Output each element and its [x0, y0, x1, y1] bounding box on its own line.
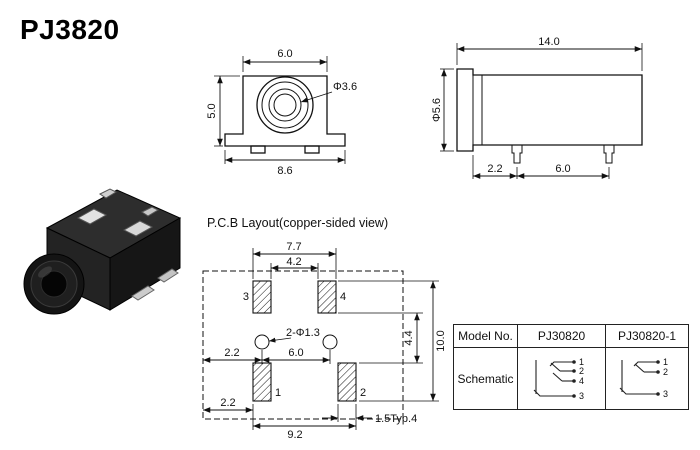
- pad-label-2: 2: [360, 387, 366, 399]
- pcb-layout-drawing: 3 4 1 2 7.7 4.2 4.4 10.0: [202, 241, 447, 441]
- side-view-body: [456, 68, 643, 164]
- side-view-dimensions: 14.0 Φ5.6 2.2 6.0: [431, 36, 643, 179]
- pcb-pads: 3 4 1 2: [243, 280, 366, 402]
- header-model-2: PJ30820-1: [606, 325, 688, 348]
- dim-side-dia: Φ5.6: [431, 98, 443, 122]
- dim-side-length: 14.0: [538, 36, 559, 48]
- row-label-schematic: Schematic: [454, 348, 518, 409]
- dim-front-height: 5.0: [206, 103, 218, 118]
- dim-front-top-width: 6.0: [277, 48, 292, 60]
- header-model-1: PJ30820: [518, 325, 606, 348]
- dim-pcb-rows-inner-y: 4.4: [403, 330, 415, 345]
- sch1-pin-2: 2: [579, 366, 584, 376]
- component-barrel: [23, 253, 85, 315]
- dim-pcb-holes-note: 2-Φ1.3: [286, 327, 320, 339]
- sch2-pin-1: 1: [663, 357, 668, 367]
- dim-pcb-hole-offset-x: 2.2: [224, 347, 239, 359]
- page-title: PJ3820: [20, 14, 120, 45]
- component-3d-image: [23, 188, 182, 315]
- dim-front-hole-dia: Φ3.6: [333, 81, 357, 93]
- side-view-drawing: 14.0 Φ5.6 2.2 6.0: [431, 36, 643, 179]
- model-table-header: Model No. PJ30820 PJ30820-1: [454, 325, 688, 348]
- sch2-pin-3: 3: [663, 389, 668, 399]
- dim-pcb-pad-width-note: 1.5Typ.4: [375, 413, 417, 425]
- front-view-body: [224, 75, 346, 154]
- pad-label-1: 1: [275, 387, 281, 399]
- schematic-1-drawing: 1 2 4 3: [533, 357, 584, 401]
- dim-pcb-pads-span-x: 9.2: [287, 429, 302, 441]
- schematic-2-drawing: 1 2 3: [619, 357, 668, 399]
- model-table: Model No. PJ30820 PJ30820-1 Schematic: [453, 324, 689, 410]
- sch2-pin-2: 2: [663, 367, 668, 377]
- pcb-layout-caption: P.C.B Layout(copper-sided view): [207, 216, 389, 230]
- sch1-pin-1: 1: [579, 357, 584, 367]
- front-view-dimensions: 6.0 5.0 8.6 Φ3.6: [206, 48, 357, 177]
- dim-pcb-pads-outer-x: 7.7: [286, 241, 301, 253]
- front-view-drawing: 6.0 5.0 8.6 Φ3.6: [206, 48, 357, 177]
- schematic-pj30820-1: 1 2 3: [606, 348, 688, 409]
- dim-pcb-hole-pitch-x: 6.0: [288, 347, 303, 359]
- pcb-outline: [202, 270, 404, 420]
- component-body: [45, 188, 182, 311]
- dim-pcb-pad1-offset-x: 2.2: [220, 397, 235, 409]
- model-table-schematic-row: Schematic 1 2 4 3: [454, 348, 688, 409]
- dim-pcb-rows-outer-y: 10.0: [435, 330, 447, 351]
- sch1-pin-4: 4: [579, 376, 584, 386]
- pcb-dimensions: 7.7 4.2 4.4 10.0 2-Φ1.3 2.2 6.0: [203, 241, 447, 441]
- dim-side-pin-pitch: 6.0: [555, 163, 570, 175]
- dim-side-pin-offset: 2.2: [487, 163, 502, 175]
- schematic-pj30820: 1 2 4 3: [518, 348, 606, 409]
- sch1-pin-3: 3: [579, 391, 584, 401]
- pad-label-4: 4: [340, 291, 346, 303]
- header-model-no: Model No.: [454, 325, 518, 348]
- dim-front-bottom-width: 8.6: [277, 165, 292, 177]
- dim-pcb-pads-inner-x: 4.2: [286, 256, 301, 268]
- pad-label-3: 3: [243, 291, 249, 303]
